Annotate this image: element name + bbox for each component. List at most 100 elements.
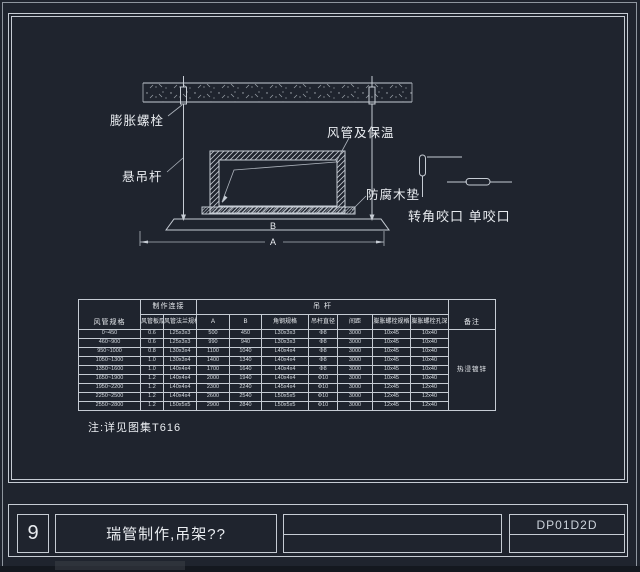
table-cell: 0.6 — [140, 329, 164, 339]
bottom-margin-band — [0, 566, 640, 572]
table-cell: Φ8 — [308, 338, 338, 348]
title-block-strip — [8, 504, 628, 557]
table-cell: 12x45 — [372, 392, 411, 402]
table-cell: Φ10 — [308, 383, 338, 393]
table-cell: L40x4x4 — [163, 383, 197, 393]
table-cell: 10x45 — [372, 374, 411, 384]
table-cell: 1040 — [229, 347, 262, 357]
table-cell: Φ8 — [308, 347, 338, 357]
middle-box-divider — [284, 534, 501, 535]
table-cell: 3000 — [337, 347, 373, 357]
hanger-rod-label: 悬吊杆 — [122, 170, 163, 184]
table-cell: L40x4x4 — [261, 374, 309, 384]
table-cell: 10x45 — [372, 347, 411, 357]
table-cell: L40x4x4 — [163, 374, 197, 384]
table-cell: 3000 — [337, 401, 373, 411]
wood-pad-label: 防腐木垫 — [366, 188, 421, 202]
table-cell: 10x40 — [409, 356, 450, 366]
table-cell: L45x4x4 — [261, 383, 309, 393]
drawing-code-box: DP01D2D — [509, 514, 625, 553]
column-header-bolt-hole: 膨胀螺栓孔深 — [409, 314, 450, 330]
table-cell: 3000 — [337, 383, 373, 393]
table-cell: 3000 — [337, 329, 373, 339]
column-header-plate-thickness: 风管板厚 — [140, 314, 164, 330]
table-cell: L30x3x4 — [163, 356, 197, 366]
table-cell: 0~450 — [78, 329, 141, 339]
table-cell: L40x4x4 — [261, 347, 309, 357]
group-header-fabrication: 制作连接 — [140, 299, 197, 315]
table-cell: L50x5x5 — [261, 392, 309, 402]
table-cell: 1.2 — [140, 374, 164, 384]
table-cell: 3000 — [337, 338, 373, 348]
table-cell: L40x4x4 — [261, 365, 309, 375]
table-cell: 10x45 — [372, 356, 411, 366]
inner-border-inner-line — [11, 16, 625, 480]
table-cell: 1.2 — [140, 401, 164, 411]
table-cell: 500 — [196, 329, 230, 339]
table-cell: 10x40 — [409, 374, 450, 384]
table-cell: 12x40 — [409, 401, 450, 411]
seam-types-label: 转角咬口 单咬口 — [408, 209, 511, 224]
table-cell: 2900 — [196, 401, 230, 411]
table-cell: 990 — [196, 338, 230, 348]
table-cell: 2240 — [229, 383, 262, 393]
drawing-title-box: 瑞管制作,吊架?? — [55, 514, 277, 553]
table-cell: L40x4x4 — [163, 365, 197, 375]
table-cell: 1100 — [196, 347, 230, 357]
table-cell: L25x3x3 — [163, 329, 197, 339]
table-cell: L50x5x5 — [261, 401, 309, 411]
table-cell: L40x4x4 — [163, 392, 197, 402]
table-cell: 950~1000 — [78, 347, 141, 357]
code-box-divider — [510, 534, 624, 535]
table-cell: 3000 — [337, 374, 373, 384]
table-cell: 10x40 — [409, 347, 450, 357]
table-cell: L30x3x3 — [261, 338, 309, 348]
column-header-angle-steel: 角钢规格 — [261, 314, 309, 330]
group-header-hanger: 吊 杆 — [195, 299, 450, 315]
column-header-b: B — [229, 314, 262, 330]
expansion-bolt-label: 膨胀螺栓 — [110, 114, 165, 128]
table-cell: 1340 — [229, 356, 262, 366]
table-cell: 1640 — [229, 365, 262, 375]
table-cell: L30x3x4 — [163, 347, 197, 357]
table-cell: 1940 — [229, 374, 262, 384]
duct-insulation-label: 风管及保温 — [327, 126, 395, 140]
table-cell: 0.6 — [140, 338, 164, 348]
table-cell: 1.0 — [140, 356, 164, 366]
table-cell: L50x5x5 — [163, 401, 197, 411]
column-header-bolt-spec: 膨胀螺栓规格 — [372, 314, 411, 330]
table-cell: 1950~2200 — [78, 383, 141, 393]
table-remark-cell: 热浸镀锌 — [448, 329, 497, 411]
table-cell: L40x4x4 — [261, 356, 309, 366]
table-note: 注:详见图集T616 — [88, 422, 182, 434]
title-block-middle-box — [283, 514, 502, 553]
table-cell: 1350~1600 — [78, 365, 141, 375]
bottom-edge-artifact — [55, 561, 185, 570]
table-cell: Φ8 — [308, 356, 338, 366]
table-cell: 10x45 — [372, 338, 411, 348]
table-cell: 2540 — [229, 392, 262, 402]
sheet-number-box: 9 — [17, 514, 49, 553]
column-header-remarks: 备注 — [448, 299, 497, 330]
table-cell: Φ10 — [308, 374, 338, 384]
table-cell: 0.8 — [140, 347, 164, 357]
table-cell: 1650~1900 — [78, 374, 141, 384]
table-cell: 12x40 — [409, 383, 450, 393]
table-cell: 1050~1300 — [78, 356, 141, 366]
table-cell: Φ8 — [308, 365, 338, 375]
table-cell: 3000 — [337, 356, 373, 366]
table-cell: 460~900 — [78, 338, 141, 348]
table-cell: Φ10 — [308, 401, 338, 411]
table-cell: 450 — [229, 329, 262, 339]
table-cell: 3000 — [337, 392, 373, 402]
column-header-rod-diameter: 吊杆直径 — [308, 314, 338, 330]
